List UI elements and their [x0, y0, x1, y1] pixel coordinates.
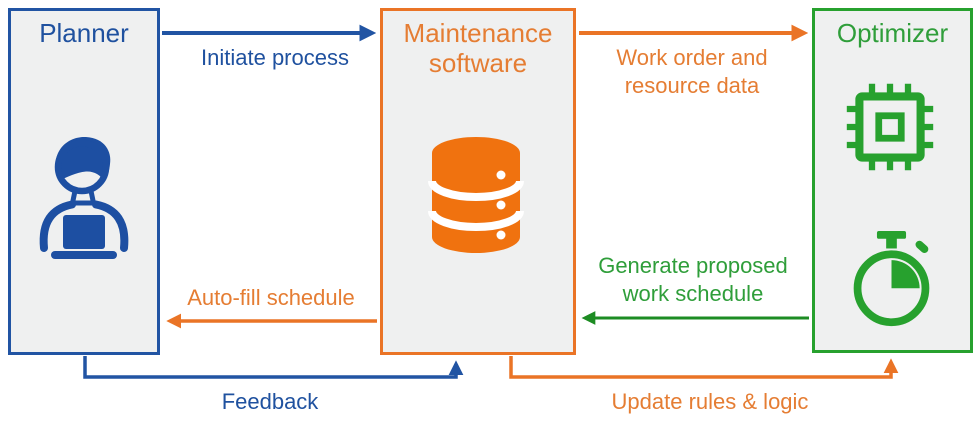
update-rules-arrow: [509, 356, 899, 379]
generate-schedule-label: Generate proposed work schedule: [598, 253, 788, 306]
optimizer-box: Optimizer: [812, 8, 973, 353]
work-order-label: Work order and resource data: [616, 45, 768, 98]
maintenance-software-box: Maintenance software: [380, 8, 576, 355]
feedback-arrow: [83, 356, 464, 379]
person-at-laptop-icon: [39, 136, 129, 259]
maintenance-software-title: Maintenance software: [403, 18, 553, 78]
planner-title: Planner: [39, 18, 129, 48]
cpu-chip-icon: [846, 83, 934, 171]
autofill-schedule-label: Auto-fill schedule: [187, 285, 355, 310]
optimizer-title: Optimizer: [836, 18, 949, 48]
database-icon: [428, 137, 524, 253]
planner-box: Planner: [8, 8, 160, 355]
initiate-process-label: Initiate process: [201, 45, 349, 70]
update-rules-label: Update rules & logic: [611, 389, 809, 414]
stopwatch-icon: [853, 231, 930, 327]
feedback-label: Feedback: [221, 389, 319, 414]
